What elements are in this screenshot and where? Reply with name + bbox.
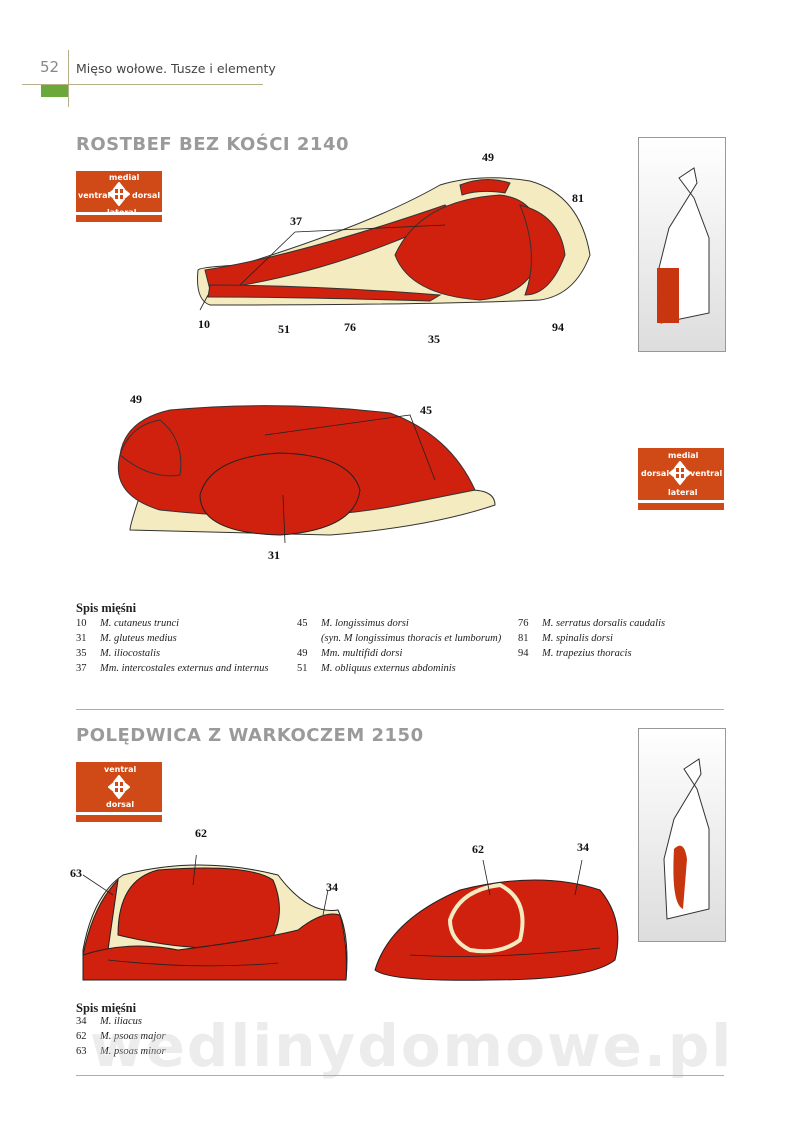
muscle-name: M. iliacus	[100, 1016, 142, 1027]
running-header: Mięso wołowe. Tusze i elementy	[76, 61, 276, 76]
muscle-number: 45	[297, 618, 308, 629]
muscle-name: Mm. intercostales externus and internus	[100, 663, 269, 674]
page-number: 52	[40, 58, 60, 76]
muscle-number: 37	[76, 663, 87, 674]
label-34: 34	[326, 880, 338, 894]
poledwica-diagram-2	[374, 860, 619, 981]
label-51: 51	[278, 322, 290, 336]
cross-arrows-icon	[108, 775, 130, 799]
muscle-legend-2: Spis mięśni 34 M. iliacus 62 M. psoas majo…	[76, 1001, 166, 1061]
orientation-badge-2: medial dorsal ventral lateral	[638, 448, 724, 510]
label-76: 76	[344, 320, 356, 334]
carcass-thumbnail	[638, 137, 726, 352]
legend-col-3: 76 M. serratus dorsalis caudalis 81 M. spi…	[518, 618, 665, 663]
section-title-poledwica: POLĘDWICA Z WARKOCZEM 2150	[76, 725, 424, 746]
orient-right: dorsal	[132, 191, 161, 200]
orient-bottom: lateral	[107, 208, 137, 217]
footer-rule	[76, 1075, 724, 1076]
muscle-number: 49	[297, 648, 308, 659]
muscle-name: M. cutaneus trunci	[100, 618, 180, 629]
label-62: 62	[195, 826, 207, 840]
muscle-number: 63	[76, 1046, 87, 1057]
muscle-name: M. iliocostalis	[100, 648, 161, 659]
orient-right: ventral	[690, 469, 723, 478]
label-81: 81	[572, 191, 584, 205]
label-62b: 62	[472, 842, 484, 856]
muscle-name: M. psoas minor	[100, 1046, 166, 1057]
cross-arrows-icon	[669, 461, 691, 485]
poledwica-diagram-1	[82, 855, 348, 981]
orient-bottom: lateral	[668, 488, 698, 497]
cross-arrows-icon	[108, 182, 130, 206]
header-rule	[22, 84, 263, 85]
legend-col-1: 10 M. cutaneus trunci 31 M. gluteus medius…	[76, 618, 268, 678]
muscle-number: 81	[518, 633, 529, 644]
section-divider	[76, 709, 724, 710]
label-34b: 34	[577, 840, 589, 854]
muscle-number: 94	[518, 648, 529, 659]
rostbef-diagram-top	[117, 405, 496, 544]
label-37: 37	[290, 214, 302, 228]
muscle-name: M. spinalis dorsi	[542, 633, 613, 644]
legend-heading: Spis mięśni	[76, 601, 137, 615]
muscle-name: M. gluteus medius	[100, 633, 177, 644]
label-45: 45	[420, 403, 432, 417]
muscle-name: M. longissimus dorsi	[321, 618, 409, 629]
carcass-thumbnail-2	[638, 728, 726, 942]
orient-top: medial	[668, 451, 699, 460]
muscle-number: 31	[76, 633, 87, 644]
orient-bottom: dorsal	[106, 800, 135, 809]
muscle-name: Mm. multifidi dorsi	[321, 648, 403, 659]
muscle-number: 62	[76, 1031, 87, 1042]
muscle-number: 34	[76, 1016, 87, 1027]
muscle-number: 35	[76, 648, 87, 659]
orient-left: dorsal	[641, 469, 670, 478]
label-35: 35	[428, 332, 440, 346]
legend-col-2: 45 M. longissimus dorsi (syn. M longissim…	[297, 618, 501, 678]
legend-heading: Spis mięśni	[76, 1001, 137, 1015]
muscle-name: M. trapezius thoracis	[542, 648, 632, 659]
muscle-name: M. serratus dorsalis caudalis	[542, 618, 666, 629]
muscle-number: 76	[518, 618, 529, 629]
label-49: 49	[482, 150, 494, 164]
orient-top: medial	[109, 173, 140, 182]
muscle-number: 51	[297, 663, 308, 674]
orient-left: ventral	[78, 191, 111, 200]
muscle-name: M. psoas major	[100, 1031, 166, 1042]
label-49b: 49	[130, 392, 142, 406]
muscle-number: 10	[76, 618, 87, 629]
section-title-rostbef: ROSTBEF BEZ KOŚCI 2140	[76, 134, 349, 155]
muscle-name: M. obliquus externus abdominis	[321, 663, 456, 674]
label-63: 63	[70, 866, 82, 880]
muscle-legend-1: Spis mięśni	[76, 601, 136, 616]
watermark: wedlinydomowe.pl	[90, 1012, 734, 1080]
orientation-badge-3: ventral dorsal	[76, 762, 162, 822]
orientation-badge: medial ventral dorsal lateral	[76, 171, 162, 222]
label-31: 31	[268, 548, 280, 562]
rostbef-diagram-side	[197, 177, 591, 311]
label-94: 94	[552, 320, 564, 334]
muscle-synonym: (syn. M longissimus thoracis et lumborum…	[321, 633, 502, 644]
header-divider	[68, 50, 69, 107]
orient-top: ventral	[104, 765, 137, 774]
label-10: 10	[198, 317, 210, 331]
green-marker	[41, 85, 68, 97]
